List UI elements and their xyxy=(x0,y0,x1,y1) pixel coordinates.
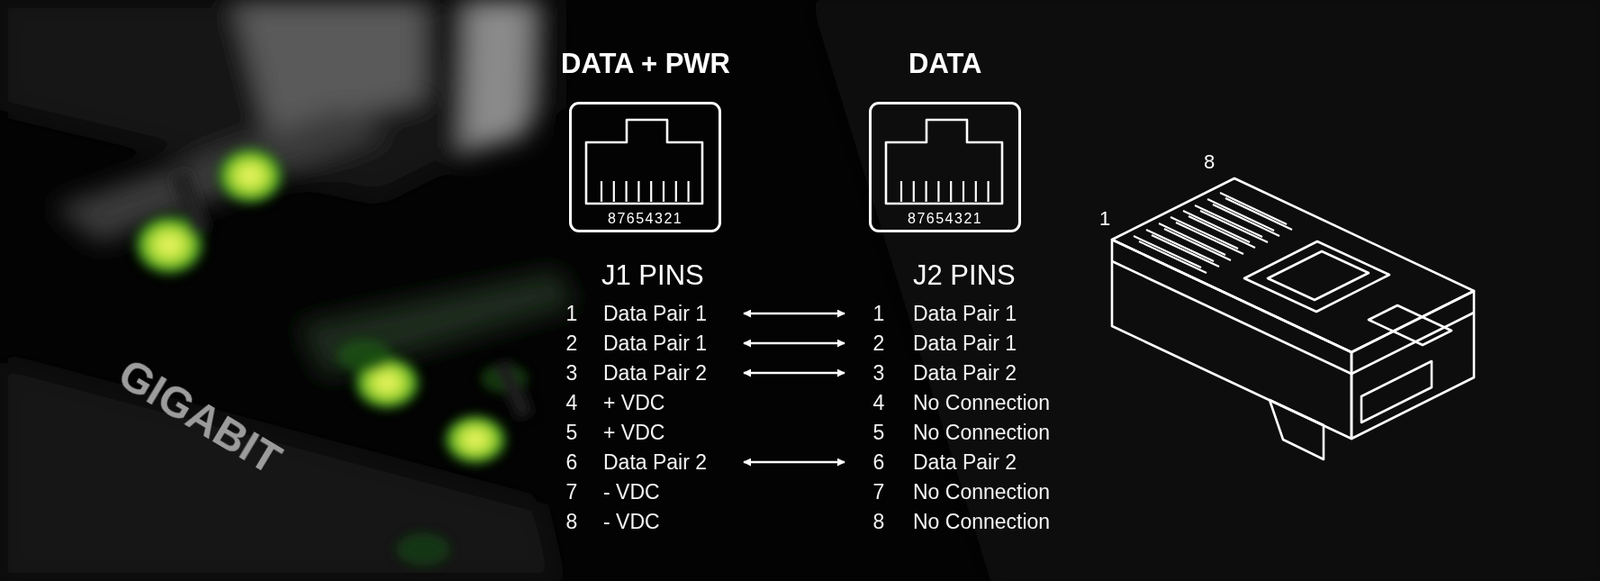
jack-pin xyxy=(900,180,903,202)
contact xyxy=(1220,192,1287,225)
pin-signal: Data Pair 1 xyxy=(603,300,707,326)
jack-pin xyxy=(624,180,627,202)
led xyxy=(214,144,287,207)
port-edge xyxy=(297,270,577,379)
plug-slot xyxy=(1244,241,1390,312)
plug-slot xyxy=(1267,251,1369,300)
plug-side xyxy=(1111,239,1352,439)
pin-signal: - VDC xyxy=(603,508,660,534)
contact xyxy=(1138,241,1207,273)
jack-pin xyxy=(687,180,689,202)
led xyxy=(441,412,510,467)
pin-signal: Data Pair 1 xyxy=(912,330,1017,356)
port-latch xyxy=(492,359,534,420)
plug-latch xyxy=(1269,399,1324,460)
plug-slot xyxy=(1368,305,1452,345)
pin-number: 8 xyxy=(558,508,586,534)
pin-number: 2 xyxy=(558,330,586,356)
jack-socket xyxy=(586,119,703,204)
pin-signal: Data Pair 1 xyxy=(603,330,707,356)
plug-ridge xyxy=(1351,312,1474,374)
jack-pin xyxy=(613,180,615,202)
pin-number: 1 xyxy=(558,300,586,326)
pin-table-heading: J1 PINS xyxy=(601,259,705,292)
pin-number: 3 xyxy=(558,360,586,386)
port-edge xyxy=(54,108,388,244)
pin-numbers: 87654321 xyxy=(907,210,983,227)
pin-callout: 8 xyxy=(1203,151,1215,173)
port-latch xyxy=(170,169,211,236)
pin-number: 4 xyxy=(558,389,586,416)
jack-pin xyxy=(637,180,640,202)
pin-signal: Data Pair 2 xyxy=(603,360,707,386)
double-arrow xyxy=(743,461,845,464)
contact xyxy=(1207,198,1275,231)
pin-numbers: 87654321 xyxy=(607,210,683,227)
pin-signal: + VDC xyxy=(603,389,665,416)
pin-signal: - VDC xyxy=(603,479,660,505)
contact xyxy=(1212,204,1280,236)
pin-number: 5 xyxy=(558,419,586,445)
plug-end xyxy=(1351,290,1474,439)
rj45-jack: DATA + PWR87654321 xyxy=(569,101,722,233)
pin-number: 2 xyxy=(865,330,893,356)
pin-number: 7 xyxy=(558,479,586,505)
pin-signal: Data Pair 2 xyxy=(912,360,1017,386)
jack-pin xyxy=(924,180,927,202)
jack-pin xyxy=(975,180,977,202)
pin-table-heading: J2 PINS xyxy=(912,259,1016,292)
pin-number: 1 xyxy=(865,300,893,326)
jack-heading: DATA + PWR xyxy=(560,47,731,81)
pin-signal: No Connection xyxy=(912,508,1050,534)
pin-callout: 1 xyxy=(1099,207,1111,230)
port-leds xyxy=(131,144,534,566)
pin-number: 3 xyxy=(865,360,893,386)
pin-number: 4 xyxy=(865,389,893,416)
jack-pin xyxy=(912,180,915,202)
pin-signal: No Connection xyxy=(912,479,1050,505)
photo-text: GIGABIT xyxy=(109,349,290,484)
jack-pin xyxy=(662,180,665,202)
led-glow xyxy=(337,339,392,372)
rj45-jack: DATA87654321 xyxy=(868,101,1022,233)
jack-socket xyxy=(885,119,1003,204)
pin-signal: No Connection xyxy=(912,389,1050,416)
pin-arrows xyxy=(743,313,845,462)
cable-opening xyxy=(1361,361,1432,423)
pin-signal: No Connection xyxy=(912,419,1050,445)
cable-plug-blur xyxy=(463,0,532,154)
jack-pin xyxy=(675,180,678,202)
pin-number: 6 xyxy=(558,449,586,475)
pin-number: 7 xyxy=(865,479,893,505)
rj45-plug xyxy=(1111,178,1474,460)
plug-contacts xyxy=(1133,192,1293,273)
pin-signal: Data Pair 2 xyxy=(912,449,1017,475)
plug-ridge xyxy=(1111,261,1352,374)
jack-pin xyxy=(986,180,989,202)
pin-number: 5 xyxy=(865,419,893,445)
contact xyxy=(1225,198,1293,230)
jack-heading: DATA xyxy=(908,47,983,81)
panel-shade xyxy=(0,360,559,581)
pin-signal: Data Pair 1 xyxy=(912,300,1017,326)
jack-pin xyxy=(650,180,652,202)
pin-number: 6 xyxy=(865,449,893,475)
pin-number: 8 xyxy=(865,508,893,534)
jack-pin xyxy=(937,180,940,202)
double-arrow xyxy=(743,312,845,316)
pin-signal: Data Pair 2 xyxy=(603,449,707,475)
jack-pin xyxy=(600,180,603,202)
jack-pin xyxy=(949,180,952,202)
led-glow xyxy=(396,533,451,566)
double-arrow xyxy=(743,371,845,375)
panel-shade xyxy=(810,0,1600,581)
pin-signal: + VDC xyxy=(603,419,665,445)
jack-pin xyxy=(962,180,965,202)
double-arrow xyxy=(743,342,845,345)
